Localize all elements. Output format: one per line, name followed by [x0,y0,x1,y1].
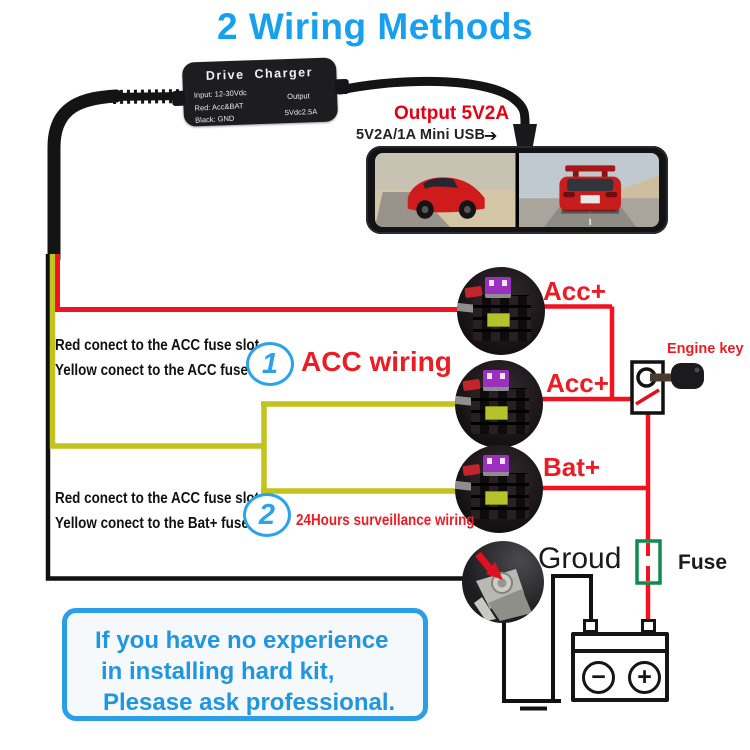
yellow-wire [49,254,264,449]
ground-label: Groud [538,542,622,575]
acc-plus-label-2: Acc+ [546,368,609,398]
method1-name: ACC wiring [301,346,452,377]
purple-fuse [483,455,509,476]
mini-usb-label: 5V2A/1A Mini USB [356,127,486,143]
ground-bolt-photo [462,541,544,623]
method2-number: 2 [258,498,276,531]
arrow-right-icon: ➔ [484,128,498,145]
output-5v2a-label: Output 5V2A [394,103,510,124]
method2-number-badge: 2 [243,493,291,537]
page-title: 2 Wiring Methods [217,6,533,47]
key-shaft [650,373,674,382]
method2-line1: Red conect to the ACC fuse slot [55,490,260,507]
coil-ribs [111,89,187,104]
main-cable [47,89,123,265]
ground-bolt-graphic [474,551,532,621]
charger-title: Drive Charger [205,65,314,83]
fuse-tap-photo-acc2 [455,360,543,448]
front-cam-view [375,153,516,227]
battery-minus-pole: − [582,661,615,694]
warning-notice-box: If you have no experience in installing … [62,608,428,721]
cable-strain-relief-left [171,90,186,107]
mini-usb-plug-icon [513,124,537,151]
dashcam-screen-right [518,153,659,227]
ground-drop-wire [502,618,561,703]
battery-plus-pole: + [628,661,661,694]
notice-line2: in installing hard kit, [101,658,335,685]
method2-name: 24Hours surveillance wiring [296,512,475,529]
charger-output-value: 5Vdc2.5A [284,107,318,118]
battery-icon: − + [571,632,669,702]
battery-terminal-positive [641,619,656,633]
dashcam-screen-left [375,153,516,227]
drive-charger-module: Drive Charger Input: 12-30Vdc Red: Acc&B… [171,57,350,127]
switch-blade [635,388,660,406]
method1-number: 1 [261,347,279,380]
mirror-dashcam [366,146,668,234]
notice-line3: Plesase ask professional. [103,689,396,716]
lime-fuse [485,406,508,420]
red-wire-down [609,306,633,402]
charger-specs: Input: 12-30Vdc Red: Acc&BAT Black: GND [194,87,249,127]
purple-fuse [483,370,509,391]
acc-plus-label-1: Acc+ [543,276,606,306]
method1-line1: Red conect to the ACC fuse slot [55,337,260,354]
battery-top-band [575,649,665,653]
battery-negative-wire [551,574,593,701]
cable-strain-relief-right [334,78,350,95]
usb-cable [335,76,530,132]
engine-key-label: Engine key [667,341,744,357]
lime-fuse [485,491,508,505]
black-ground-wire [45,254,470,581]
key-icon [671,363,704,389]
battery-terminal-negative [583,619,598,633]
dashcam-screen [375,153,659,227]
method2-line2: Yellow conect to the Bat+ fuse slot [55,515,277,532]
method1-line2: Yellow conect to the ACC fuse slot [55,362,276,379]
method1-number-badge: 1 [246,342,294,386]
fuse-tap-photo-bat [455,445,543,533]
rear-cam-view [518,153,659,227]
key-ring-hole [694,367,700,373]
fuse-symbol-icon [635,539,662,585]
lime-fuse [487,313,510,327]
bat-plus-label: Bat+ [543,452,601,482]
notice-line1: If you have no experience [95,627,389,654]
fuse-tap-photo-acc1 [457,267,545,355]
charger-output-label: Output [287,91,310,102]
purple-fuse [485,277,511,298]
red-arrow-icon [475,551,494,573]
red-wire-in [55,254,460,312]
fuse-label: Fuse [678,551,728,574]
